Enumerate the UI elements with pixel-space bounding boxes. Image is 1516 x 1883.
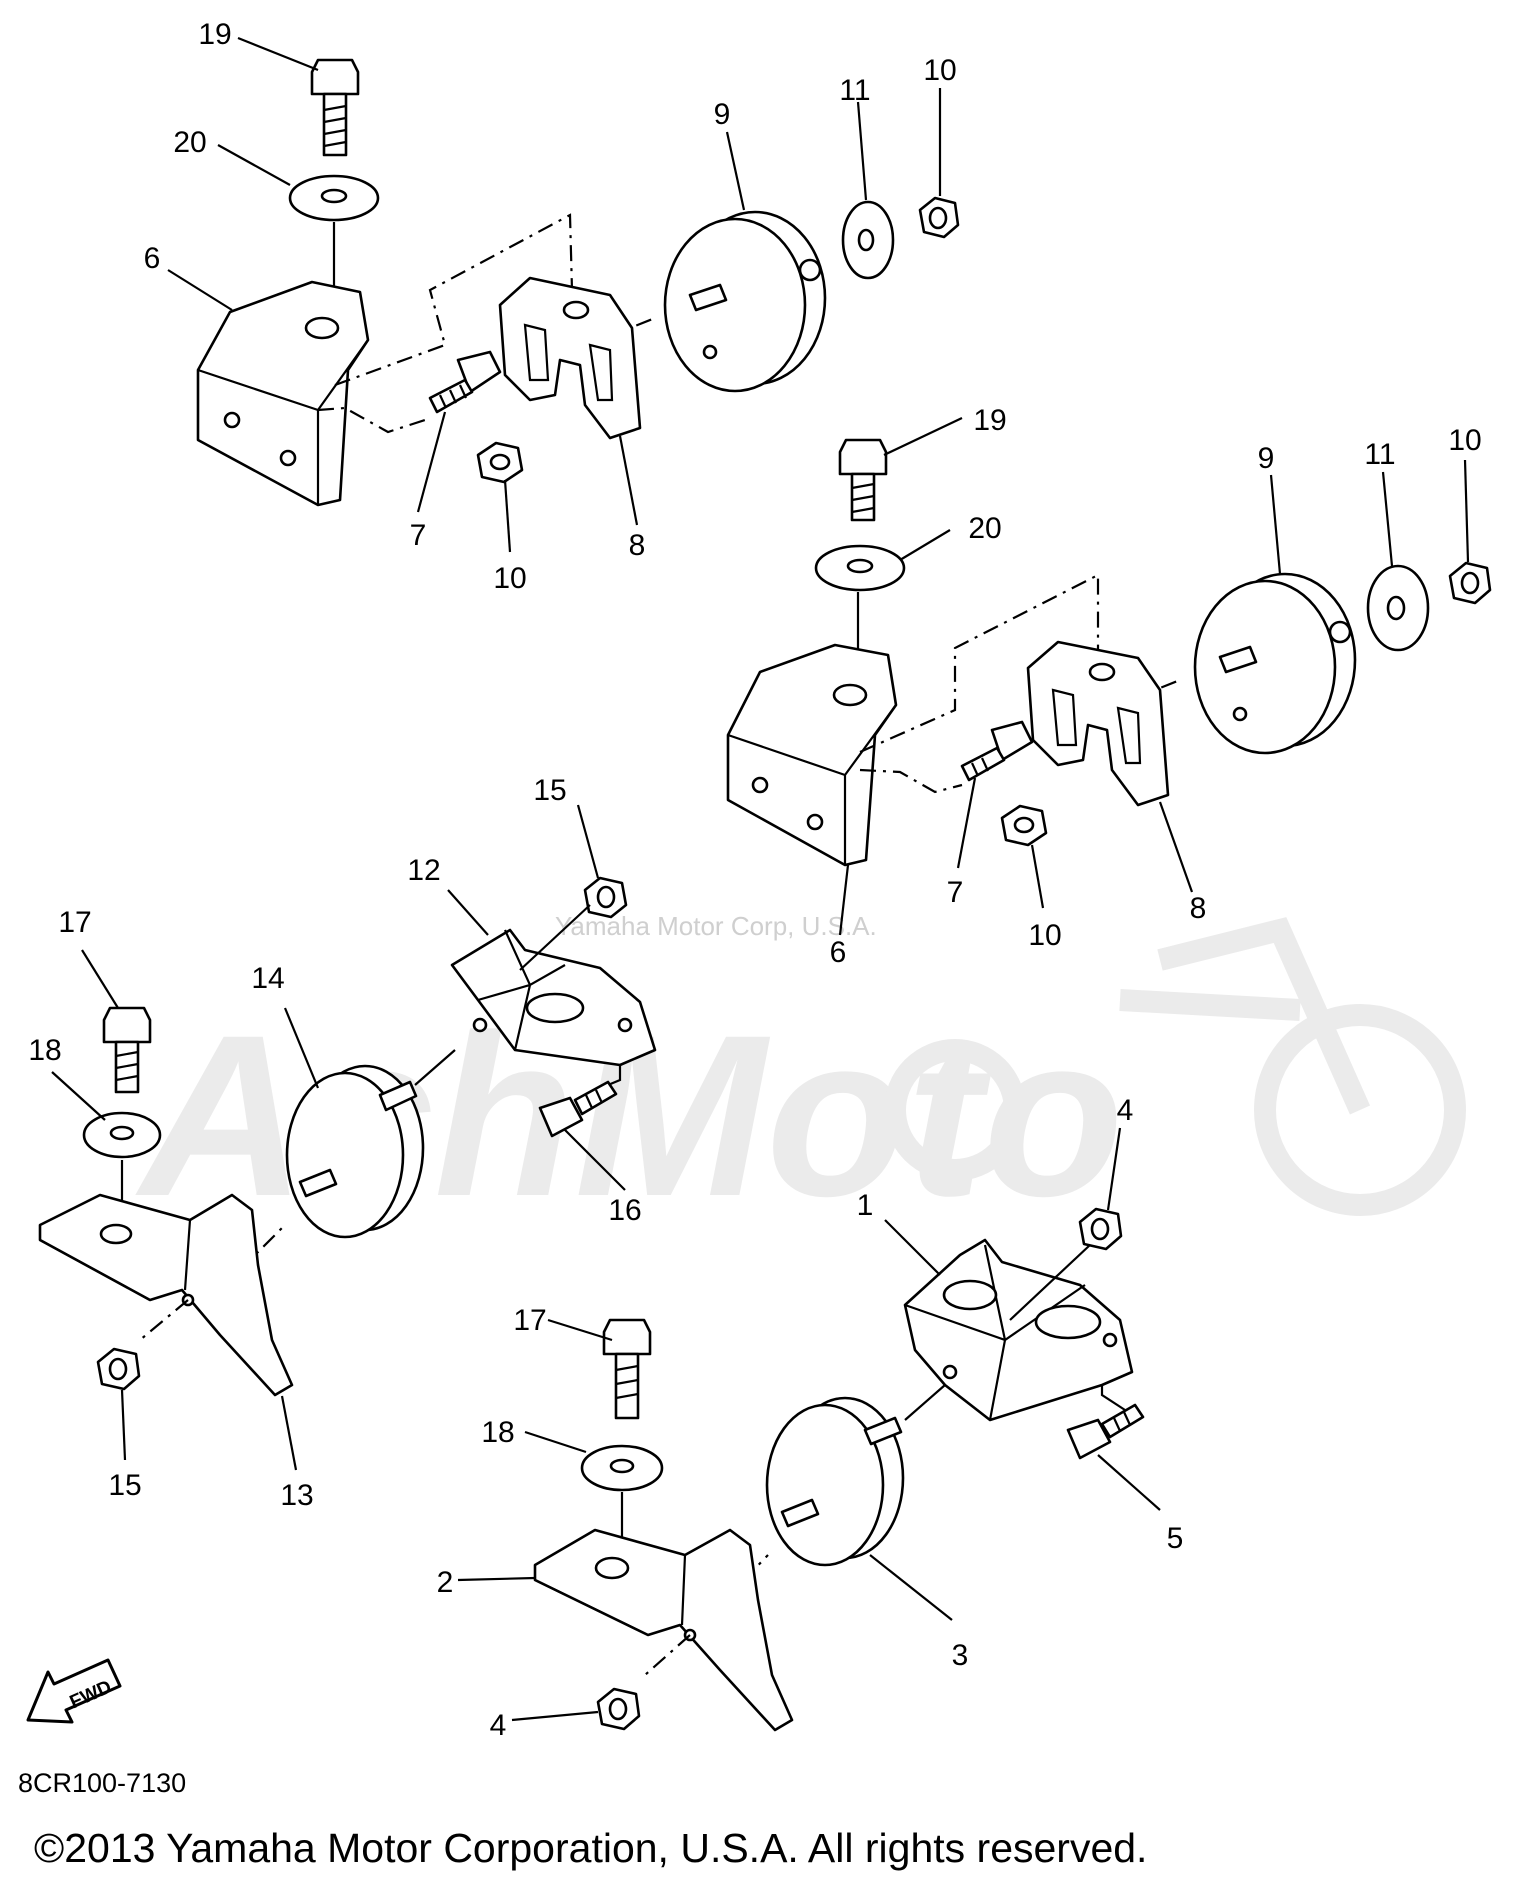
callout-14: 14 [251, 962, 284, 995]
bracket-2 [533, 1528, 794, 1732]
callout-11: 11 [839, 74, 870, 107]
callout-6: 6 [830, 936, 847, 969]
nut-10-c [1448, 561, 1492, 605]
lower-right-mount-assembly [533, 1207, 1145, 1732]
bolt-17-b [602, 1318, 652, 1420]
callout-20: 20 [173, 126, 206, 159]
callout-2: 2 [437, 1566, 454, 1599]
callout-10: 10 [923, 54, 956, 87]
nut-15-b [96, 1347, 141, 1391]
nut-4-b [596, 1687, 641, 1731]
bolt-7-b [960, 720, 1034, 782]
rubber-mount-3 [765, 1396, 905, 1567]
callout-3: 3 [952, 1639, 969, 1672]
leader-lines [51, 36, 1470, 1722]
callout-12: 12 [407, 854, 440, 887]
callout-7: 7 [410, 519, 427, 552]
rubber-mount-14 [285, 1064, 425, 1239]
callout-20: 20 [968, 512, 1001, 545]
washer-20-a [288, 174, 380, 222]
nut-10-b [476, 441, 524, 484]
callout-15: 15 [108, 1469, 141, 1502]
copyright-notice: ©2013 Yamaha Motor Corporation, U.S.A. A… [34, 1825, 1147, 1871]
bolt-17-a [102, 1006, 152, 1094]
callout-10: 10 [1448, 424, 1481, 457]
callout-9: 9 [714, 98, 731, 131]
lower-left-mount-assembly [38, 876, 657, 1397]
callout-17: 17 [58, 906, 91, 939]
diagram-code: 8CR100-7130 [18, 1768, 186, 1798]
callout-18: 18 [481, 1416, 514, 1449]
washer-11-b [1366, 564, 1430, 652]
bracket-12 [450, 928, 657, 1067]
callout-19: 19 [198, 18, 231, 51]
nut-15-a [583, 876, 628, 919]
nut-10-d [1000, 804, 1048, 847]
washer-18-b [580, 1444, 664, 1492]
upper-right-mount-assembly [726, 438, 1492, 867]
callout-4: 4 [490, 1709, 507, 1742]
bolt-7-a [428, 350, 502, 414]
bracket-8-a [498, 276, 642, 440]
callout-7: 7 [947, 876, 964, 909]
callout-5: 5 [1167, 1522, 1184, 1555]
callout-15: 15 [533, 774, 566, 807]
bolt-19-a [310, 58, 360, 157]
washer-20-b [814, 544, 906, 592]
bracket-1 [903, 1238, 1134, 1422]
callout-11: 11 [1364, 438, 1395, 471]
rubber-mount-9-b [1193, 572, 1357, 755]
callout-1: 1 [857, 1189, 874, 1222]
callout-13: 13 [280, 1479, 313, 1512]
bracket-6-a [196, 280, 370, 507]
nut-4-a [1078, 1207, 1123, 1251]
callout-10: 10 [493, 562, 526, 595]
callout-19: 19 [973, 404, 1006, 437]
callout-labels: 19 20 6 9 11 10 7 10 8 19 20 9 11 10 7 1… [28, 18, 1481, 1742]
bolt-5 [1066, 1403, 1145, 1460]
bolt-19-b [838, 438, 888, 522]
rubber-mount-9-a [663, 210, 827, 393]
upper-left-mount-assembly [196, 58, 960, 507]
fwd-arrow-icon: FWD [26, 1658, 122, 1724]
washer-18-a [82, 1111, 162, 1159]
washer-11-a [841, 200, 895, 280]
callout-17: 17 [513, 1304, 546, 1337]
callout-18: 18 [28, 1034, 61, 1067]
bracket-13 [38, 1193, 294, 1397]
callout-8: 8 [1190, 892, 1207, 925]
bracket-6-b [726, 643, 898, 867]
callout-6: 6 [144, 242, 161, 275]
nut-10-a [918, 196, 960, 239]
callout-4: 4 [1117, 1094, 1134, 1127]
callout-10: 10 [1028, 919, 1061, 952]
callout-9: 9 [1258, 442, 1275, 475]
watermark-motorcycle-icon [884, 917, 1466, 1216]
bracket-8-b [1026, 640, 1170, 807]
callout-16: 16 [608, 1194, 641, 1227]
bolt-16 [538, 1080, 618, 1138]
callout-8: 8 [629, 529, 646, 562]
